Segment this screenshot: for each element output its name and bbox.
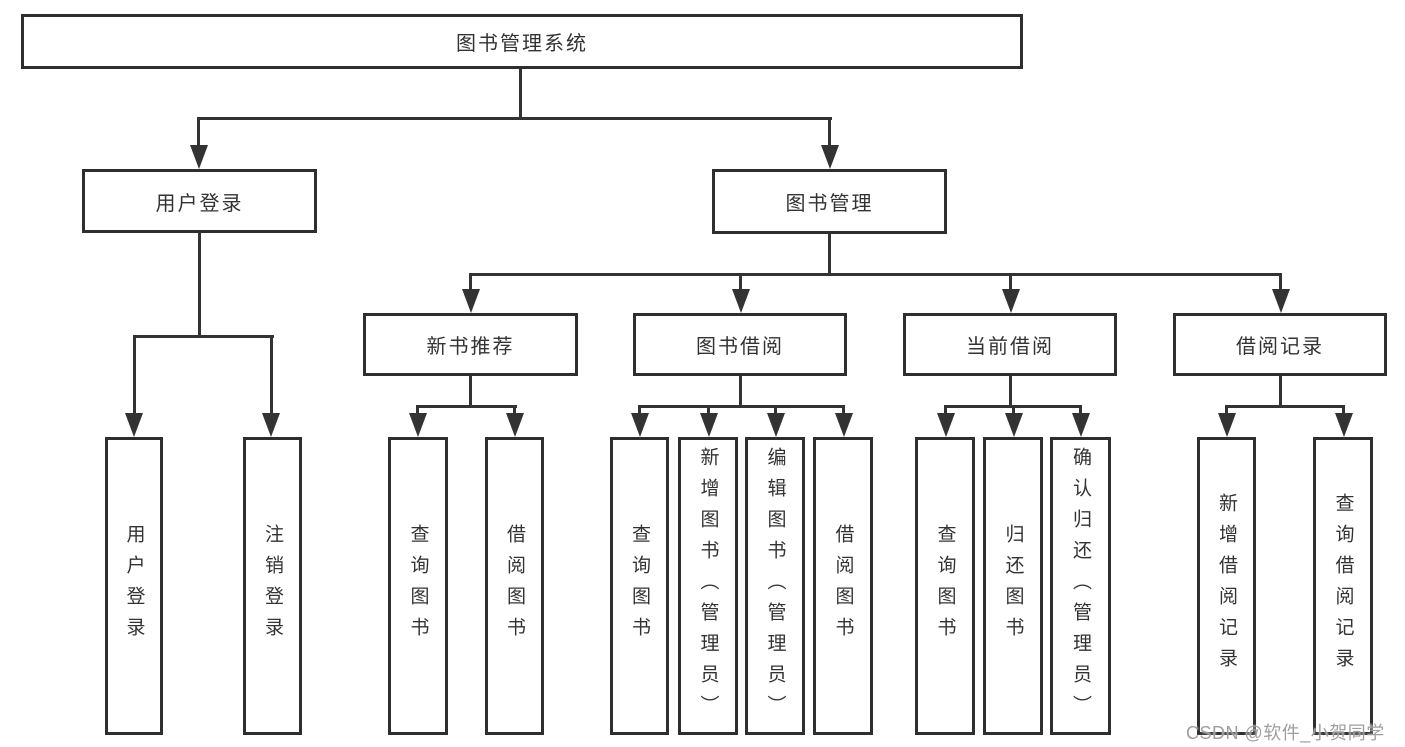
connector-line (133, 335, 136, 415)
arrowhead-down-icon (506, 413, 524, 437)
connector-line (197, 117, 200, 147)
arrowhead-down-icon (1335, 413, 1353, 437)
arrowhead-down-icon (631, 413, 649, 437)
node-user-login: 用户登录 (82, 169, 317, 233)
leaf-return-books: 归还图书 (983, 437, 1043, 735)
leaf-query-books-borrow: 查询图书 (610, 437, 669, 735)
leaf-query-books-recommend: 查询图书 (388, 437, 448, 735)
connector-line (1009, 273, 1012, 293)
arrowhead-down-icon (1005, 413, 1023, 437)
arrowhead-down-icon (125, 413, 143, 437)
arrowhead-down-icon (1072, 413, 1090, 437)
leaf-query-borrow-record: 查询借阅记录 (1313, 437, 1373, 735)
connector-line (198, 233, 201, 335)
leaf-user-login: 用户登录 (105, 437, 163, 735)
node-current-borrowing: 当前借阅 (903, 313, 1117, 376)
node-library-system: 图书管理系统 (21, 14, 1023, 69)
connector-line (828, 234, 831, 273)
connector-line (638, 405, 845, 408)
node-book-management: 图书管理 (712, 169, 947, 234)
connector-line (944, 405, 947, 416)
arrowhead-down-icon (1218, 413, 1236, 437)
connector-line (1079, 405, 1082, 416)
arrowhead-down-icon (190, 145, 208, 169)
arrowhead-down-icon (1272, 289, 1290, 313)
arrowhead-down-icon (821, 145, 839, 169)
connector-line (739, 376, 742, 407)
connector-line (1225, 405, 1228, 416)
connector-line (1225, 405, 1345, 408)
connector-line (1279, 376, 1282, 407)
csdn-watermark: CSDN @软件_小贺同学 (1186, 723, 1385, 743)
leaf-logout: 注销登录 (243, 437, 302, 735)
arrowhead-down-icon (262, 413, 280, 437)
connector-line (1012, 405, 1015, 416)
arrowhead-down-icon (767, 413, 785, 437)
connector-line (469, 376, 472, 407)
arrowhead-down-icon (409, 413, 427, 437)
leaf-confirm-return-admin: 确认归还（管理员） (1050, 437, 1111, 735)
connector-line (469, 273, 1282, 276)
connector-line (270, 335, 273, 415)
node-book-borrowing: 图书借阅 (633, 313, 847, 376)
connector-line (774, 405, 777, 416)
connector-line (469, 273, 472, 293)
connector-line (842, 405, 845, 416)
arrowhead-down-icon (700, 413, 718, 437)
connector-line (1342, 405, 1345, 416)
connector-line (513, 405, 516, 416)
connector-line (1009, 376, 1012, 407)
leaf-query-books-current: 查询图书 (915, 437, 975, 735)
leaf-borrow-books: 借阅图书 (813, 437, 873, 735)
arrowhead-down-icon (1002, 289, 1020, 313)
connector-line (519, 69, 522, 117)
leaf-add-books-admin: 新增图书（管理员） (678, 437, 738, 735)
arrowhead-down-icon (835, 413, 853, 437)
arrowhead-down-icon (732, 289, 750, 313)
connector-line (828, 117, 831, 147)
leaf-edit-books-admin: 编辑图书（管理员） (745, 437, 805, 735)
connector-line (638, 405, 641, 416)
arrowhead-down-icon (462, 289, 480, 313)
leaf-add-borrow-record: 新增借阅记录 (1197, 437, 1256, 735)
connector-line (707, 405, 710, 416)
arrowhead-down-icon (937, 413, 955, 437)
connector-line (1279, 273, 1282, 293)
node-new-book-recommend: 新书推荐 (363, 313, 578, 376)
connector-line (197, 117, 832, 120)
connector-line (416, 405, 517, 408)
node-borrowing-records: 借阅记录 (1173, 313, 1387, 376)
connector-line (416, 405, 419, 416)
leaf-borrow-books-recommend: 借阅图书 (485, 437, 544, 735)
connector-line (133, 335, 274, 338)
connector-line (739, 273, 742, 293)
